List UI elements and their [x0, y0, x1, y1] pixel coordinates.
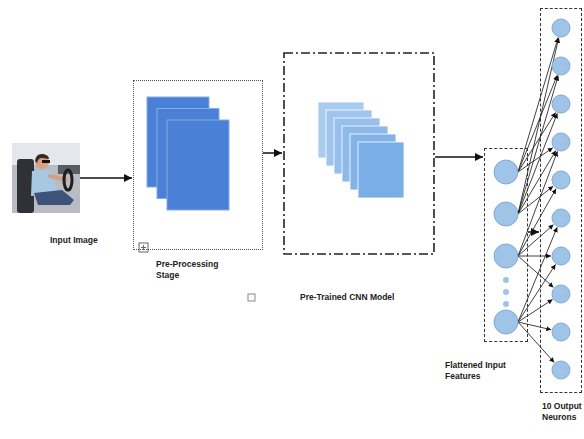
- stage-label: Input Image: [50, 235, 120, 246]
- weight-arrow: [518, 322, 551, 330]
- ellipsis-dot: [503, 277, 509, 283]
- output-layer-box: 10 Output Neurons: [540, 8, 582, 393]
- output-neuron: [552, 323, 570, 341]
- stage-label: Pre-Processing Stage: [156, 259, 228, 282]
- weight-arrow: [518, 225, 554, 256]
- driver-hair: [35, 154, 49, 163]
- flow-arrow: [80, 177, 132, 179]
- stage-label: 10 Output Neurons: [542, 401, 582, 424]
- weight-arrow: [518, 264, 556, 322]
- weight-arrow: [518, 322, 554, 363]
- weight-arrow: [518, 227, 557, 322]
- ellipsis-dot: [503, 301, 509, 307]
- weight-arrow: [518, 189, 556, 256]
- output-neuron: [552, 171, 570, 189]
- cnn-model-box: Pre-Trained CNN Model: [283, 52, 435, 255]
- dash-dot-border: [284, 53, 434, 254]
- ellipsis-dot: [503, 289, 509, 295]
- output-neuron: [552, 285, 570, 303]
- input-neuron: [494, 160, 518, 184]
- weight-arrow: [518, 256, 551, 257]
- output-neuron: [552, 133, 570, 151]
- node-art: [12, 143, 80, 213]
- anchor-icon: [139, 243, 148, 252]
- handle-icon: [248, 294, 255, 301]
- weight-arrow: [518, 299, 553, 322]
- node-art: [484, 148, 528, 342]
- output-neuron: [552, 247, 570, 265]
- stage-label: Pre-Trained CNN Model: [300, 292, 418, 303]
- input-neuron: [494, 310, 518, 334]
- output-neuron: [552, 57, 570, 75]
- flow-arrow: [528, 231, 539, 233]
- photo-ground: [12, 143, 80, 213]
- steering-wheel: [64, 170, 72, 190]
- input-neuron: [494, 244, 518, 268]
- output-neuron: [552, 361, 570, 379]
- sunglasses: [42, 160, 50, 163]
- weight-arrow: [518, 112, 556, 172]
- feature-map: [167, 120, 229, 210]
- node-art: [540, 8, 582, 393]
- output-neuron: [552, 209, 570, 227]
- preprocessing-box: Pre-Processing Stage: [133, 80, 263, 250]
- output-neuron: [552, 95, 570, 113]
- weight-arrow: [518, 151, 556, 214]
- weight-arrow: [518, 148, 553, 172]
- flow-arrow: [435, 156, 483, 158]
- input-image: Input Image: [12, 143, 80, 213]
- node-art: [283, 52, 435, 255]
- weight-arrow: [518, 113, 557, 214]
- flow-arrow: [263, 152, 282, 154]
- cnn-layer: [358, 142, 404, 198]
- flatten-layer-box: Flattened Input Features: [484, 148, 528, 342]
- driver-legs: [34, 190, 74, 205]
- node-art: [133, 80, 263, 250]
- output-neuron: [552, 19, 570, 37]
- weight-arrow: [518, 256, 554, 287]
- input-neuron: [494, 202, 518, 226]
- stage-label: Flattened Input Features: [445, 360, 527, 383]
